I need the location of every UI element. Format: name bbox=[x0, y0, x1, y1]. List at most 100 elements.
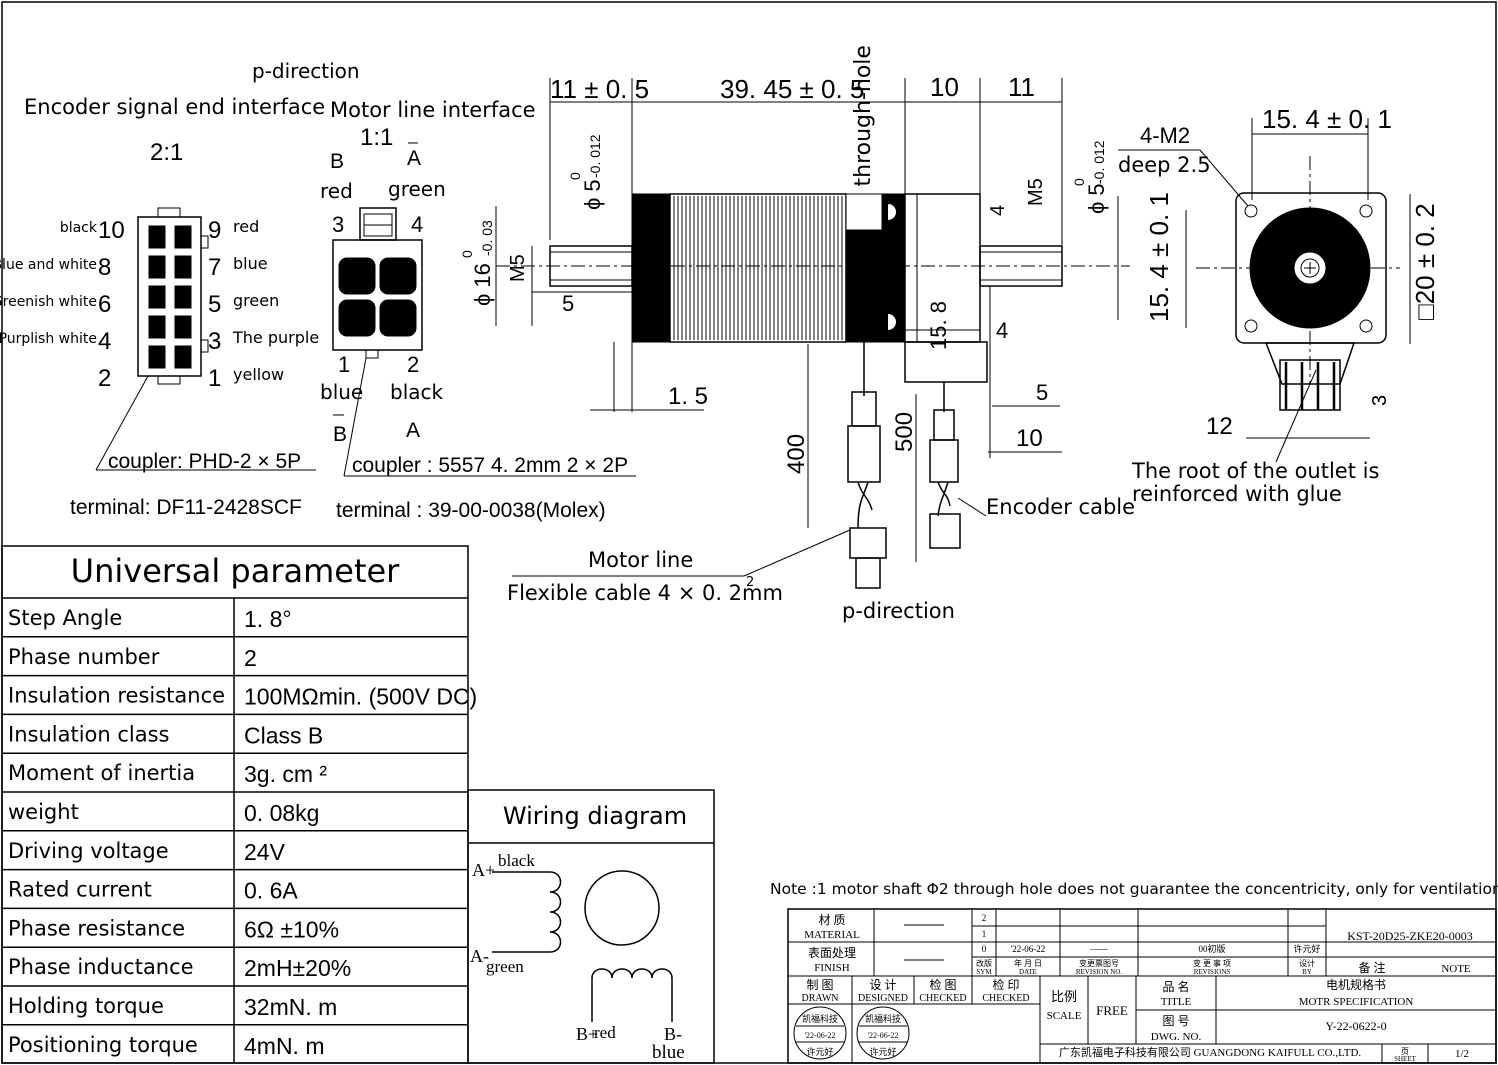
wiring-rotor bbox=[584, 870, 660, 946]
parameter-name: Positioning torque bbox=[8, 1033, 198, 1057]
shaft-left-tol-upper: 0 bbox=[567, 172, 583, 180]
parameter-value: 24V bbox=[244, 839, 286, 865]
parameter-name: Rated current bbox=[8, 878, 152, 902]
encoder-pin-number: 9 bbox=[208, 217, 221, 244]
dim-10: 10 bbox=[930, 72, 959, 102]
screw-hole-tr bbox=[1359, 204, 1373, 218]
tb-design-cn: 设计 bbox=[1299, 958, 1315, 968]
wiring-a-plus: A+ bbox=[472, 860, 495, 880]
parameter-value: 2mH±20% bbox=[244, 955, 351, 981]
encoder-pin-number: 1 bbox=[208, 365, 221, 392]
tb-dwg-value: Y-22-0622-0 bbox=[1325, 1019, 1386, 1033]
motor-pin-cell-br bbox=[379, 299, 417, 337]
approval-stamp-drawn: 凯福科技 '22-06-22 许元好 bbox=[793, 1006, 847, 1060]
front-top-dim: 15. 4 ± 0. 1 bbox=[1262, 104, 1392, 134]
encoder-pin-number: 5 bbox=[208, 291, 221, 318]
stamp-designed-name: 许元好 bbox=[869, 1046, 896, 1057]
parameter-value: Class B bbox=[244, 722, 323, 748]
tb-checked-cn: 检 图 bbox=[929, 977, 956, 992]
tb-checked2-cn: 检 印 bbox=[992, 977, 1019, 992]
encoder-pin-number: 3 bbox=[208, 328, 221, 355]
coil-a bbox=[492, 871, 562, 953]
motor-side-view: 11 ± 0. 5 39. 45 ± 0. 5 10 11 ϕ 5 0 -0. … bbox=[459, 45, 1135, 623]
motor-pin-2: 2 bbox=[407, 352, 419, 377]
encoder-connector-latch bbox=[157, 207, 181, 218]
tb-dwg: DWG. NO. bbox=[1151, 1031, 1202, 1043]
glue-note-line2: reinforced with glue bbox=[1132, 482, 1342, 506]
tb-revisions-cn: 变 更 事 项 bbox=[1193, 958, 1231, 968]
wiring-black: black bbox=[498, 851, 535, 870]
motor-connector-latch bbox=[359, 207, 397, 241]
dim-1-5: 1. 5 bbox=[668, 383, 708, 410]
tb-designed: DESIGNED bbox=[858, 993, 908, 1004]
tb-material: MATERIAL bbox=[804, 929, 860, 941]
dim-15-8: 15. 8 bbox=[926, 301, 951, 350]
tb-sym-cn: 改版 bbox=[976, 958, 992, 968]
parameter-name: Phase number bbox=[8, 645, 160, 669]
rear-cap-notch-top bbox=[845, 193, 883, 231]
wiring-b-minus: B- bbox=[664, 1024, 682, 1044]
motor-coupler: coupler : 5557 4. 2mm 2 × 2P bbox=[352, 454, 628, 477]
through-hole-label: ϕ2 through-hole bbox=[851, 45, 876, 222]
screw-hole-br bbox=[1359, 319, 1373, 333]
screw-depth: deep 2.5 bbox=[1118, 153, 1211, 177]
wiring-green: green bbox=[486, 957, 524, 976]
tb-drawn-cn: 制 图 bbox=[806, 978, 833, 992]
motor-pin-cell-tr bbox=[379, 257, 417, 295]
motor-connector-key bbox=[365, 349, 379, 359]
motor-top-right-color: green bbox=[388, 177, 446, 201]
dim-3: 3 bbox=[1369, 395, 1391, 406]
encoder-pin-cell bbox=[174, 345, 192, 369]
shaft-left-tol-lower: -0. 012 bbox=[587, 134, 603, 178]
parameter-name: Phase inductance bbox=[8, 955, 194, 979]
dim-4-bottom: 4 bbox=[996, 318, 1008, 343]
encoder-pin-color: The purple bbox=[232, 328, 319, 347]
body-dia: ϕ 16 bbox=[470, 263, 495, 306]
motor-interface-title: Motor line interface bbox=[330, 98, 536, 122]
encoder-cable-sleeve-2 bbox=[929, 439, 959, 483]
motor-plug bbox=[849, 527, 887, 559]
encoder-pcb bbox=[904, 341, 988, 383]
tb-scale-value: FREE bbox=[1096, 1003, 1128, 1018]
screw-hole-tl bbox=[1244, 204, 1258, 218]
encoder-pin-number: 4 bbox=[98, 328, 111, 355]
motor-cable-sleeve-2 bbox=[847, 425, 881, 483]
wiring-blue: blue bbox=[652, 1042, 685, 1063]
title-block-border bbox=[787, 908, 1497, 1064]
parameter-name: Insulation resistance bbox=[8, 684, 225, 708]
dim-5: 5 bbox=[562, 291, 574, 316]
parameter-table-title: Universal parameter bbox=[71, 552, 401, 590]
parameter-value: 0. 6A bbox=[244, 878, 298, 904]
tb-revno0: —— bbox=[1089, 944, 1109, 954]
motor-pin-cell-bl bbox=[338, 299, 376, 337]
wiring-diagram-border bbox=[467, 789, 715, 1064]
tb-dwg-cn: 图 号 bbox=[1162, 1014, 1189, 1028]
screw-spec: 4-M2 bbox=[1140, 123, 1190, 148]
encoder-cable-twist bbox=[937, 481, 951, 517]
flexible-cable-sup: 2 bbox=[746, 575, 754, 590]
wiring-a-minus: A- bbox=[470, 946, 489, 966]
motor-coupler-leader bbox=[343, 357, 367, 477]
cable-exit-box bbox=[1279, 359, 1341, 411]
encoder-pin-cell bbox=[174, 255, 192, 279]
motor-cable-sleeve-1 bbox=[851, 391, 877, 427]
tb-finish-cn: 表面处理 bbox=[808, 946, 856, 960]
front-square-dim: □20 ± 0. 2 bbox=[1410, 203, 1440, 320]
parameter-value: 1. 8° bbox=[244, 606, 292, 632]
encoder-pin-cell bbox=[174, 315, 192, 339]
parameter-name: Insulation class bbox=[8, 722, 170, 746]
encoder-pin-color: Purplish white bbox=[0, 331, 97, 347]
tb-rev2: 2 bbox=[982, 913, 987, 923]
m5-left: M5 bbox=[507, 254, 529, 282]
rear-cap-hole-bottom bbox=[888, 314, 896, 330]
parameter-name: Moment of inertia bbox=[8, 761, 195, 785]
parameter-value: 0. 08kg bbox=[244, 800, 319, 826]
tb-scale-cn: 比例 bbox=[1051, 989, 1077, 1004]
shaft-right-dia: ϕ 5 bbox=[1084, 183, 1109, 214]
motor-cable-twist bbox=[857, 481, 873, 529]
encoder-coupler-leader bbox=[95, 375, 149, 471]
parameter-name: Phase resistance bbox=[8, 916, 185, 940]
tb-material-cn: 材 质 bbox=[818, 913, 845, 927]
encoder-pin-color: Blue and white bbox=[0, 257, 97, 273]
motor-line-leader bbox=[743, 529, 851, 577]
